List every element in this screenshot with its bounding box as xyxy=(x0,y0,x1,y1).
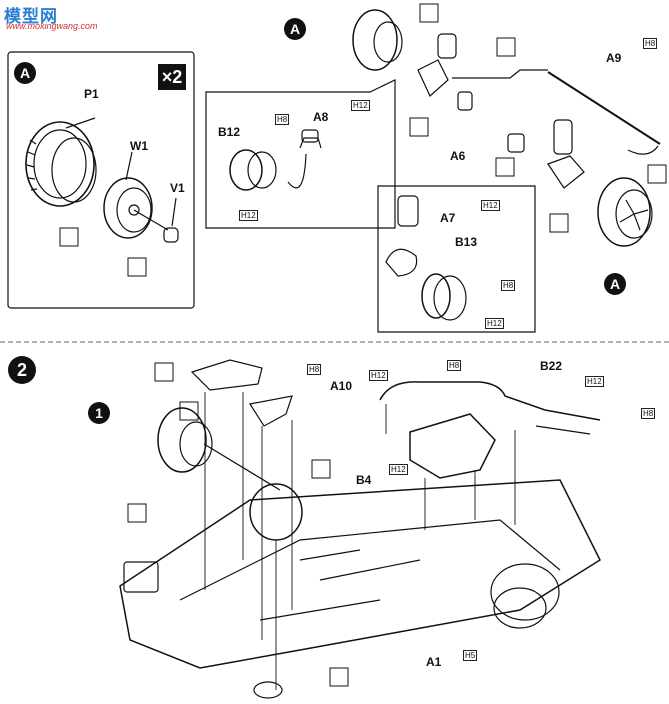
wheel-badge-top: A xyxy=(284,18,306,40)
paint-code: H5 xyxy=(463,650,478,661)
inset-badge: A xyxy=(14,62,36,84)
paint-code: H8 xyxy=(641,408,656,419)
paint-code: H8 xyxy=(501,280,516,291)
paint-code: H8 xyxy=(307,364,322,375)
leader-p1 xyxy=(65,117,96,129)
paint-code: H12 xyxy=(389,464,408,475)
leader-v1 xyxy=(171,197,177,227)
paint-code: H12 xyxy=(351,100,370,111)
paint-code: H8 xyxy=(643,38,658,49)
paint-code: H12 xyxy=(585,376,604,387)
watermark: 模型网 www.moxingwang.com xyxy=(4,2,116,32)
part-label-w1: W1 xyxy=(130,139,148,153)
part-label-a10: A10 xyxy=(330,379,353,393)
paint-code: H12 xyxy=(481,200,500,211)
strut-assembly-lower xyxy=(507,119,653,247)
cap-v1-drawing xyxy=(163,227,179,243)
exhaust-drawing xyxy=(379,381,601,479)
multiplier-badge: ×2 xyxy=(158,64,186,90)
wheel-badge-bottom: A xyxy=(604,273,626,295)
detail-frame-b13 xyxy=(377,185,536,333)
part-label-b22: B22 xyxy=(540,359,563,373)
paint-code: H12 xyxy=(485,318,504,329)
sub-assembly-badge: 1 xyxy=(88,402,110,424)
step-number-badge: 2 xyxy=(8,356,36,384)
assembly-guides xyxy=(204,392,516,690)
part-label-a7: A7 xyxy=(440,211,456,225)
detail-frame-b12 xyxy=(205,79,396,229)
part-label-b4: B4 xyxy=(356,473,372,487)
part-label-a9: A9 xyxy=(606,51,622,65)
leader-w1 xyxy=(125,151,133,181)
part-label-b12: B12 xyxy=(218,125,241,139)
part-label-p1: P1 xyxy=(84,87,99,101)
paint-code: H12 xyxy=(369,370,388,381)
part-label-a1: A1 xyxy=(426,655,442,669)
paint-code: H8 xyxy=(275,114,290,125)
glue-icons xyxy=(59,3,667,687)
paint-code: H12 xyxy=(239,210,258,221)
part-label-b13: B13 xyxy=(455,235,478,249)
watermark-url: www.moxingwang.com xyxy=(6,21,98,31)
watermark-logo: 模型网 xyxy=(4,7,58,26)
paint-code: H8 xyxy=(447,360,462,371)
knuckle-b13-drawing xyxy=(385,195,467,321)
chassis-drawing xyxy=(119,479,601,699)
wheel-w1-drawing xyxy=(103,177,169,239)
tire-p1-drawing xyxy=(25,121,97,207)
knuckle-b12-drawing xyxy=(229,129,322,191)
part-label-v1: V1 xyxy=(170,181,185,195)
part-label-a8: A8 xyxy=(313,110,329,124)
inset-frame xyxy=(7,51,195,309)
strut-assembly-upper xyxy=(352,9,661,155)
part-label-a6: A6 xyxy=(450,149,466,163)
